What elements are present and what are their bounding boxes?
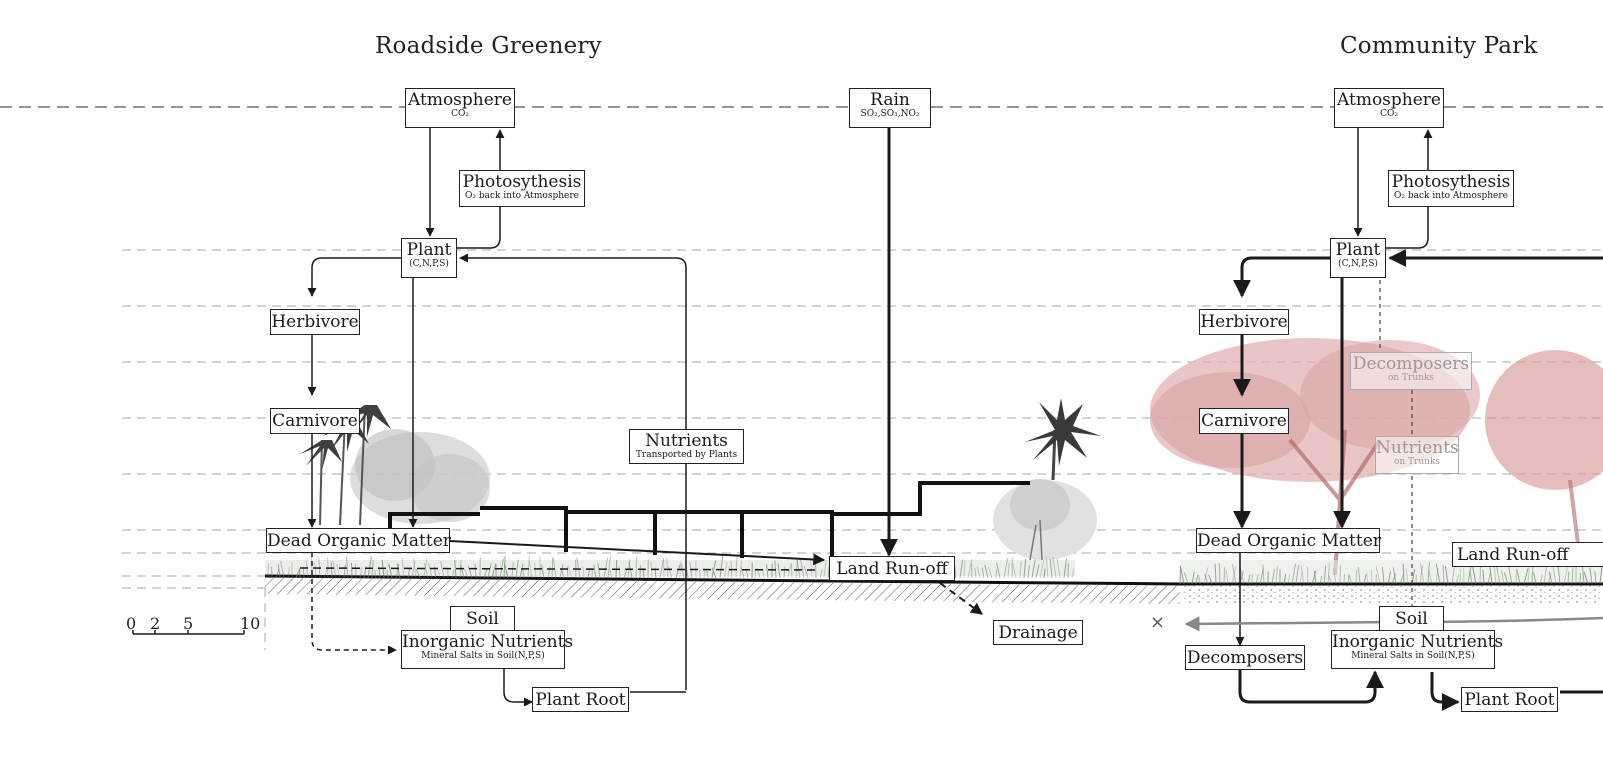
center-drainage-box: Drainage <box>993 620 1083 645</box>
left-herbivore-box: Herbivore <box>270 309 360 335</box>
left-carnivore-box: Carnivore <box>270 408 360 434</box>
right-decomposers-on-trunks-box: Decomposers on Trunks <box>1350 352 1472 390</box>
right-plant-root-box: Plant Root <box>1461 687 1558 712</box>
right-land-runoff-box: Land Run-off <box>1452 542 1603 567</box>
left-nutrients-sub: Transported by Plants <box>635 450 738 460</box>
right-atmosphere-sub: CO₂ <box>1380 109 1398 119</box>
right-photosynthesis-sub: O₂ back into Atmosphere <box>1394 191 1508 201</box>
center-rain-sub: SO₂,SO₃,NO₂ <box>860 109 920 119</box>
left-dead-organic-matter-box: Dead Organic Matter <box>266 528 451 553</box>
right-decomposers-box: Decomposers <box>1185 645 1305 670</box>
left-dead-organic-matter-label: Dead Organic Matter <box>267 531 451 551</box>
left-inorganic-nutrients-box: Inorganic Nutrients Mineral Salts in Soi… <box>401 630 574 669</box>
right-nutrients-on-trunks-label: Nutrients <box>1376 438 1459 458</box>
center-rain-box: Rain SO₂,SO₃,NO₂ <box>849 88 931 128</box>
right-nutrients-on-trunks-box: Nutrients on Trunks <box>1375 436 1459 474</box>
left-plant-root-label: Plant Root <box>535 690 626 710</box>
left-photosynthesis-sub: O₂ back into Atmosphere <box>465 191 579 201</box>
right-atmosphere-label: Atmosphere <box>1337 90 1441 110</box>
right-decomposers-label: Decomposers <box>1186 648 1304 668</box>
left-section-title: Roadside Greenery <box>375 33 602 59</box>
left-photosynthesis-box: Photosythesis O₂ back into Atmosphere <box>459 170 585 207</box>
scale-tick-2: 2 <box>150 614 161 633</box>
center-rain-label: Rain <box>870 90 910 110</box>
left-inorganic-nutrients-sub: Mineral Salts in Soil(N,P,S) <box>421 651 545 661</box>
scale-bar <box>132 630 245 635</box>
scale-tick-0: 0 <box>126 614 137 633</box>
left-inorganic-nutrients-label: Inorganic Nutrients <box>402 632 574 652</box>
right-section-title: Community Park <box>1340 33 1538 59</box>
right-herbivore-label: Herbivore <box>1200 312 1288 332</box>
left-nutrients-box: Nutrients Transported by Plants <box>629 429 744 464</box>
right-land-runoff-label: Land Run-off <box>1457 545 1569 565</box>
left-plant-label: Plant <box>406 240 452 260</box>
railing <box>388 481 1030 562</box>
right-photosynthesis-box: Photosythesis O₂ back into Atmosphere <box>1388 170 1514 207</box>
right-soil-box: Soil <box>1379 606 1444 631</box>
right-dead-organic-matter-box: Dead Organic Matter <box>1196 528 1381 553</box>
left-atmosphere-box: Atmosphere CO₂ <box>405 88 515 128</box>
blocked-x-icon: × <box>1150 612 1166 633</box>
right-decomposers-on-trunks-sub: on Trunks <box>1387 373 1435 383</box>
left-atmosphere-label: Atmosphere <box>408 90 512 110</box>
scale-tick-5: 5 <box>183 614 194 633</box>
right-plant-box: Plant (C,N,P,S) <box>1330 238 1386 278</box>
right-soil-label: Soil <box>1395 609 1428 629</box>
left-plant-root-box: Plant Root <box>532 687 629 712</box>
left-plant-box: Plant (C,N,P,S) <box>401 238 457 278</box>
right-plant-root-label: Plant Root <box>1464 690 1555 710</box>
right-inorganic-nutrients-label: Inorganic Nutrients <box>1332 632 1504 652</box>
right-inorganic-nutrients-box: Inorganic Nutrients Mineral Salts in Soi… <box>1331 630 1504 669</box>
left-carnivore-label: Carnivore <box>272 411 358 431</box>
right-atmosphere-box: Atmosphere CO₂ <box>1334 88 1444 128</box>
right-inorganic-nutrients-sub: Mineral Salts in Soil(N,P,S) <box>1351 651 1475 661</box>
left-flow-arrows <box>299 128 821 707</box>
right-plant-sub: (C,N,P,S) <box>1338 259 1378 269</box>
right-carnivore-label: Carnivore <box>1201 411 1287 431</box>
center-land-runoff-box: Land Run-off <box>829 556 955 581</box>
left-atmosphere-sub: CO₂ <box>451 109 469 119</box>
right-nutrients-on-trunks-sub: on Trunks <box>1393 457 1441 467</box>
right-plant-label: Plant <box>1335 240 1381 260</box>
left-photosynthesis-label: Photosythesis <box>462 172 582 192</box>
left-nutrients-label: Nutrients <box>645 431 728 451</box>
left-soil-box: Soil <box>450 606 515 631</box>
left-soil-label: Soil <box>466 609 499 629</box>
right-dead-organic-matter-label: Dead Organic Matter <box>1197 531 1381 551</box>
center-drainage-label: Drainage <box>998 623 1078 643</box>
right-photosynthesis-label: Photosythesis <box>1391 172 1511 192</box>
right-herbivore-box: Herbivore <box>1199 309 1289 335</box>
center-land-runoff-label: Land Run-off <box>836 559 948 579</box>
center-palm <box>993 398 1101 561</box>
left-herbivore-label: Herbivore <box>271 312 359 332</box>
right-decomposers-on-trunks-label: Decomposers <box>1352 354 1470 374</box>
center-flow-arrows <box>449 128 983 615</box>
left-plant-sub: (C,N,P,S) <box>409 259 449 269</box>
right-carnivore-box: Carnivore <box>1199 408 1289 434</box>
left-trees <box>300 404 490 526</box>
scale-tick-10: 10 <box>240 614 261 633</box>
